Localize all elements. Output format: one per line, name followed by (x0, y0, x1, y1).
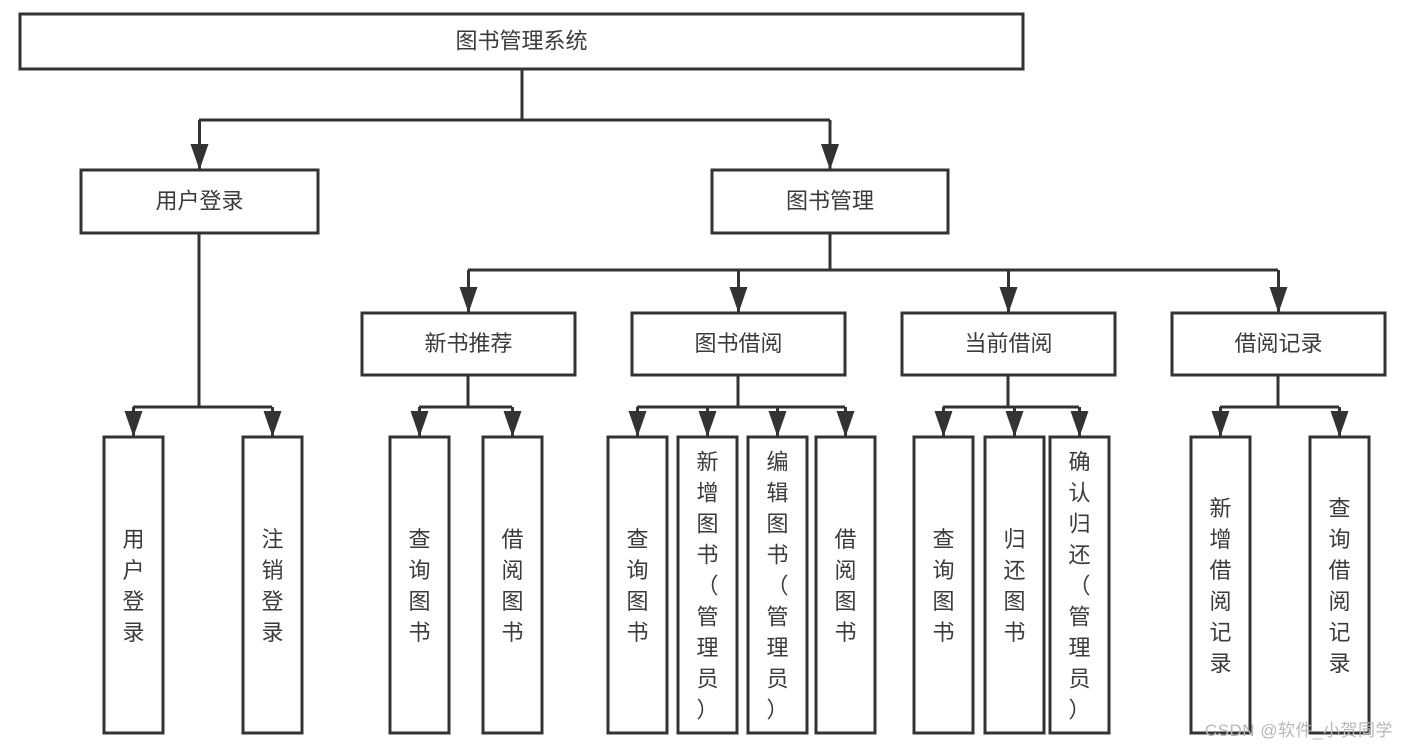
node-label-leaf-add-book: 新增图书（管理员） (696, 450, 718, 723)
node-box-root (18, 12, 1025, 71)
node-label-leaf-add-borrow-record: 新增借阅记录 (1209, 496, 1231, 676)
nodes-group: 图书管理系统用户登录图书管理新书推荐图书借阅当前借阅借阅记录用户登录注销登录查询… (18, 12, 1387, 735)
arrow-head-icon-leaf-borrow-book-recommend (503, 411, 522, 437)
node-leaf-query-book-current[interactable]: 查询图书 (912, 435, 975, 735)
node-leaf-borrow-book[interactable]: 借阅图书 (814, 435, 877, 735)
node-leaf-query-borrow-record[interactable]: 查询借阅记录 (1308, 435, 1371, 735)
connector-edges-group (124, 69, 1349, 437)
node-leaf-borrow-book-recommend[interactable]: 借阅图书 (481, 435, 544, 735)
node-box-leaf-user-logout (241, 435, 304, 735)
node-root[interactable]: 图书管理系统 (18, 12, 1025, 71)
node-box-leaf-edit-book (746, 435, 809, 735)
node-label-borrow-record: 借阅记录 (1234, 331, 1322, 356)
arrow-head-icon-user-login (190, 144, 209, 170)
node-box-leaf-borrow-book-recommend (481, 435, 544, 735)
node-label-leaf-borrow-book: 借阅图书 (834, 527, 856, 645)
node-label-current-borrow: 当前借阅 (964, 331, 1052, 356)
arrow-head-icon-leaf-user-logout (263, 411, 282, 437)
node-box-book-borrow (630, 311, 847, 377)
node-label-leaf-return-book: 归还图书 (1003, 527, 1025, 645)
node-label-leaf-user-login: 用户登录 (122, 527, 144, 645)
arrow-head-icon-book-management (821, 144, 839, 170)
node-box-leaf-query-book-recommend (388, 435, 451, 735)
arrow-head-icon-leaf-user-login (124, 411, 143, 437)
node-box-leaf-return-book (983, 435, 1046, 735)
node-leaf-add-borrow-record[interactable]: 新增借阅记录 (1189, 435, 1252, 735)
node-leaf-confirm-return[interactable]: 确认归还（管理员） (1048, 435, 1111, 735)
node-box-leaf-confirm-return (1048, 435, 1111, 735)
node-label-leaf-query-book-current: 查询图书 (932, 527, 954, 645)
arrow-head-icon-leaf-query-book-current (934, 411, 953, 437)
node-leaf-user-login[interactable]: 用户登录 (102, 435, 165, 735)
node-box-user-login (79, 168, 320, 235)
arrow-head-icon-leaf-query-book-recommend (410, 411, 429, 437)
node-label-leaf-confirm-return: 确认归还（管理员） (1068, 450, 1090, 723)
arrow-head-icon-borrow-record (1269, 287, 1288, 313)
node-leaf-query-book-recommend[interactable]: 查询图书 (388, 435, 451, 735)
node-new-book-recommend[interactable]: 新书推荐 (360, 311, 577, 377)
node-box-leaf-add-borrow-record (1189, 435, 1252, 735)
node-box-leaf-query-book-borrow (606, 435, 669, 735)
node-label-root: 图书管理系统 (455, 28, 587, 53)
node-box-leaf-query-book-current (912, 435, 975, 735)
node-box-leaf-query-borrow-record (1308, 435, 1371, 735)
node-leaf-add-book[interactable]: 新增图书（管理员） (676, 435, 739, 735)
node-leaf-user-logout[interactable]: 注销登录 (241, 435, 304, 735)
node-label-leaf-edit-book: 编辑图书（管理员） (766, 450, 788, 723)
node-label-leaf-query-book-borrow: 查询图书 (626, 527, 648, 645)
node-label-user-login: 用户登录 (155, 188, 243, 213)
arrow-head-icon-book-borrow (729, 287, 748, 313)
arrow-head-icon-leaf-query-borrow-record (1330, 411, 1349, 437)
arrow-head-icon-leaf-borrow-book (836, 411, 855, 437)
node-book-borrow[interactable]: 图书借阅 (630, 311, 847, 377)
watermark-label: CSDN @软件_小贺同学 (1204, 721, 1393, 740)
node-label-leaf-user-logout: 注销登录 (261, 527, 283, 645)
arrow-head-icon-leaf-add-borrow-record (1211, 411, 1230, 437)
node-box-new-book-recommend (360, 311, 577, 377)
node-book-management[interactable]: 图书管理 (710, 168, 950, 235)
arrow-head-icon-leaf-return-book (1005, 411, 1024, 437)
node-box-leaf-user-login (102, 435, 165, 735)
node-borrow-record[interactable]: 借阅记录 (1170, 311, 1387, 377)
node-box-book-management (710, 168, 950, 235)
node-box-current-borrow (900, 311, 1117, 377)
node-leaf-return-book[interactable]: 归还图书 (983, 435, 1046, 735)
node-label-leaf-borrow-book-recommend: 借阅图书 (501, 527, 523, 645)
arrow-head-icon-leaf-edit-book (768, 411, 787, 437)
arrow-head-icon-current-borrow (999, 287, 1018, 313)
arrow-head-icon-new-book-recommend (459, 287, 478, 313)
node-leaf-edit-book[interactable]: 编辑图书（管理员） (746, 435, 809, 735)
node-box-leaf-borrow-book (814, 435, 877, 735)
arrow-head-icon-leaf-add-book (698, 411, 717, 437)
node-label-new-book-recommend: 新书推荐 (424, 331, 512, 356)
node-label-book-borrow: 图书借阅 (694, 331, 782, 356)
node-label-leaf-query-borrow-record: 查询借阅记录 (1328, 496, 1350, 676)
node-label-leaf-query-book-recommend: 查询图书 (408, 527, 430, 645)
arrow-head-icon-leaf-confirm-return (1070, 411, 1089, 437)
node-label-book-management: 图书管理 (786, 188, 874, 213)
node-leaf-query-book-borrow[interactable]: 查询图书 (606, 435, 669, 735)
node-user-login[interactable]: 用户登录 (79, 168, 320, 235)
node-current-borrow[interactable]: 当前借阅 (900, 311, 1117, 377)
node-box-leaf-add-book (676, 435, 739, 735)
arrow-head-icon-leaf-query-book-borrow (628, 411, 647, 437)
node-box-borrow-record (1170, 311, 1387, 377)
